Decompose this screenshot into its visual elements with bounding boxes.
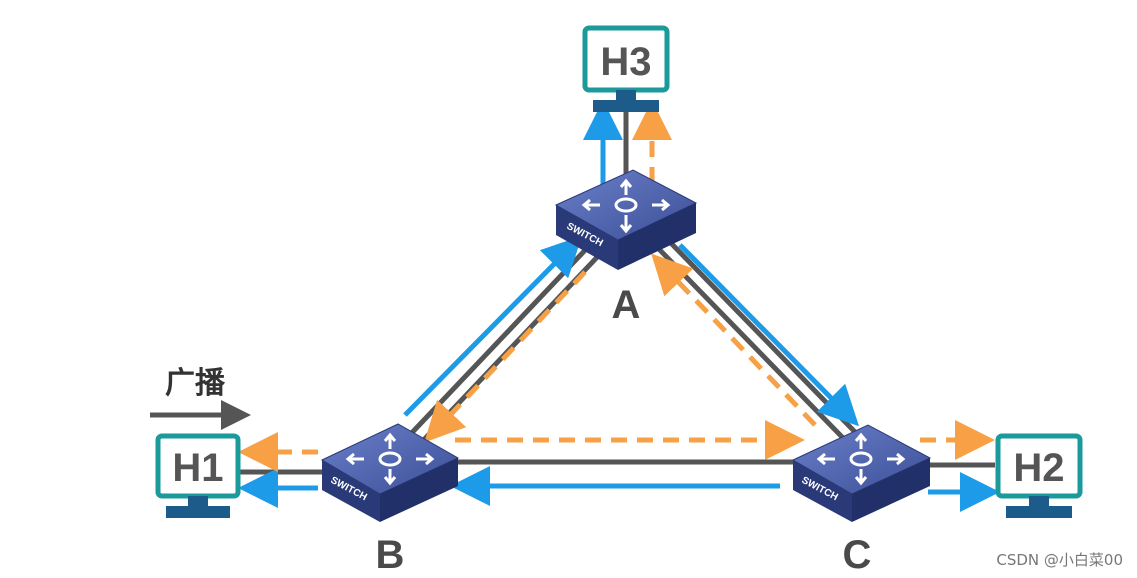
switch-b-arrows-icon (345, 432, 435, 486)
cable-a-b (403, 243, 604, 449)
host-h2[interactable]: H2 (995, 433, 1083, 518)
host-h3-base (593, 100, 659, 112)
host-h1-stand (188, 496, 208, 506)
orange-arrow-c-to-a (651, 253, 817, 427)
switch-c-label: C (843, 533, 872, 577)
host-h3[interactable]: H3 (582, 25, 670, 112)
host-h2-base (1006, 506, 1072, 518)
switch-b[interactable]: SWITCH (320, 423, 460, 522)
cable-a-c (653, 235, 857, 442)
switch-c-arrows-icon (816, 432, 906, 486)
switch-a-arrows-icon (581, 178, 671, 234)
switch-b-label: B (376, 533, 405, 577)
host-h2-stand (1029, 496, 1049, 506)
blue-arrow-a-to-c (678, 243, 860, 427)
host-h1[interactable]: H1 (155, 433, 241, 518)
switch-c[interactable]: SWITCH (791, 424, 932, 522)
switch-a[interactable]: SWITCH (554, 169, 698, 270)
orange-arrow-a-to-b (424, 270, 587, 443)
blue-arrow-b-to-a (403, 235, 583, 417)
host-h3-label: H3 (600, 40, 651, 84)
broadcast-label: 广播 (165, 366, 226, 401)
host-h2-label: H2 (1013, 446, 1064, 490)
host-h3-stand (616, 90, 636, 100)
watermark: CSDN @小白菜00 (996, 551, 1123, 569)
switch-a-label: A (612, 283, 641, 327)
host-h1-base (166, 506, 230, 518)
host-h1-label: H1 (172, 446, 223, 490)
